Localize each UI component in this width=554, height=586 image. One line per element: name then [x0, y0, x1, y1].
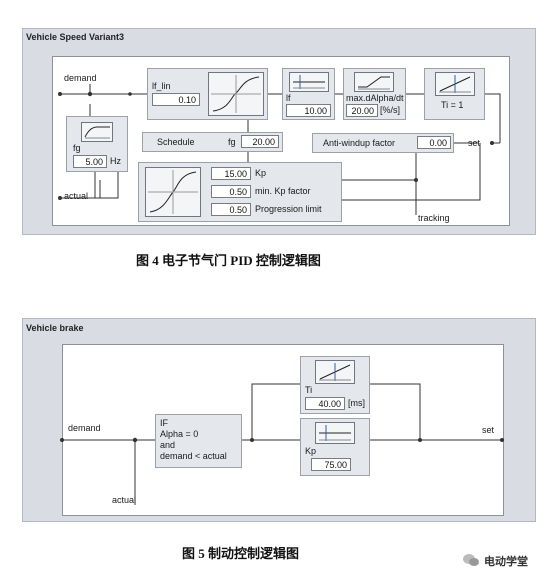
- ti-block[interactable]: Ti = 1: [424, 68, 485, 120]
- ramp-icon: [435, 72, 475, 96]
- figure4-caption: 图 4 电子节气门 PID 控制逻辑图: [136, 253, 321, 268]
- schedule-block[interactable]: Schedule fg 20.00: [142, 132, 283, 152]
- fig4-set-label: set: [468, 138, 481, 148]
- if-line4: demand < actual: [160, 451, 227, 461]
- progression-field[interactable]: 0.50: [211, 203, 251, 216]
- fig5-kp-block[interactable]: Kp 75.00: [300, 418, 370, 476]
- ti-label: Ti = 1: [441, 100, 464, 110]
- fg-filter-block[interactable]: fg 5.00 Hz: [66, 116, 128, 172]
- lf-lin-label: lf_lin: [152, 81, 171, 91]
- anti-windup-block[interactable]: Anti-windup factor 0.00: [312, 133, 454, 153]
- figure5-caption: 图 5 制动控制逻辑图: [182, 546, 300, 561]
- kp-scheduler-block[interactable]: 15.00 Kp 0.50 min. Kp factor 0.50 Progre…: [138, 162, 342, 222]
- fig5-actual-label: actual: [112, 495, 137, 505]
- ramp-icon: [315, 360, 355, 384]
- fg-value-field[interactable]: 5.00: [73, 155, 107, 168]
- kp-label: Kp: [255, 168, 267, 178]
- fig4-tracking-label: tracking: [418, 213, 450, 223]
- fig5-ti-field[interactable]: 40.00: [305, 397, 345, 410]
- kp-curve-icon: [145, 167, 201, 217]
- linearization-curve-icon: [208, 72, 264, 116]
- max-dalpha-unit: [%/s]: [380, 105, 401, 115]
- lf-lin-value-field[interactable]: 0.10: [152, 93, 200, 106]
- if-line1: IF: [160, 418, 168, 428]
- fig5-demand-label: demand: [68, 423, 101, 433]
- wechat-icon: [462, 553, 480, 567]
- gain-icon: [315, 422, 355, 444]
- fig5-kp-field[interactable]: 75.00: [311, 458, 351, 471]
- if-condition-block[interactable]: IF Alpha = 0 and demand < actual: [155, 414, 242, 468]
- lowpass-filter-icon: [81, 122, 113, 142]
- fig4-demand-label: demand: [64, 73, 97, 83]
- schedule-fg-label: fg: [228, 137, 236, 147]
- schedule-fg-field[interactable]: 20.00: [241, 135, 279, 148]
- fig5-ti-block[interactable]: Ti 40.00 [ms]: [300, 356, 370, 414]
- kp-field[interactable]: 15.00: [211, 167, 251, 180]
- fig4-actual-label: actual: [64, 191, 89, 201]
- watermark-text: 电动学堂: [484, 556, 528, 568]
- schedule-label: Schedule: [157, 137, 195, 147]
- fg-unit: Hz: [110, 156, 121, 166]
- fig5-ti-unit: [ms]: [348, 398, 365, 408]
- fg-label: fg: [73, 143, 81, 153]
- min-kp-field[interactable]: 0.50: [211, 185, 251, 198]
- fig5-kp-label: Kp: [305, 446, 317, 456]
- anti-windup-label: Anti-windup factor: [323, 138, 396, 148]
- min-kp-label: min. Kp factor: [255, 186, 311, 196]
- max-dalpha-block[interactable]: max.dAlpha/dt 20.00 [%/s]: [343, 68, 406, 120]
- anti-windup-field[interactable]: 0.00: [417, 136, 451, 149]
- if-line2: Alpha = 0: [160, 429, 199, 439]
- fig5-set-label: set: [482, 425, 495, 435]
- progression-label: Progression limit: [255, 204, 322, 214]
- lf-label: lf: [286, 93, 291, 103]
- lf-value-field[interactable]: 10.00: [286, 104, 331, 117]
- figure5-title: Vehicle brake: [26, 323, 84, 333]
- rate-limiter-icon: [354, 72, 394, 92]
- lf-block[interactable]: lf 10.00: [282, 68, 335, 120]
- if-line3: and: [160, 440, 176, 450]
- figure4-title: Vehicle Speed Variant3: [26, 32, 125, 42]
- max-dalpha-label: max.dAlpha/dt: [346, 93, 404, 103]
- lf-lin-block[interactable]: lf_lin 0.10: [147, 68, 268, 120]
- figure5-canvas: [62, 344, 504, 516]
- fig5-ti-label: Ti: [305, 385, 313, 395]
- max-dalpha-value-field[interactable]: 20.00: [346, 104, 378, 117]
- integrator-icon: [289, 72, 329, 92]
